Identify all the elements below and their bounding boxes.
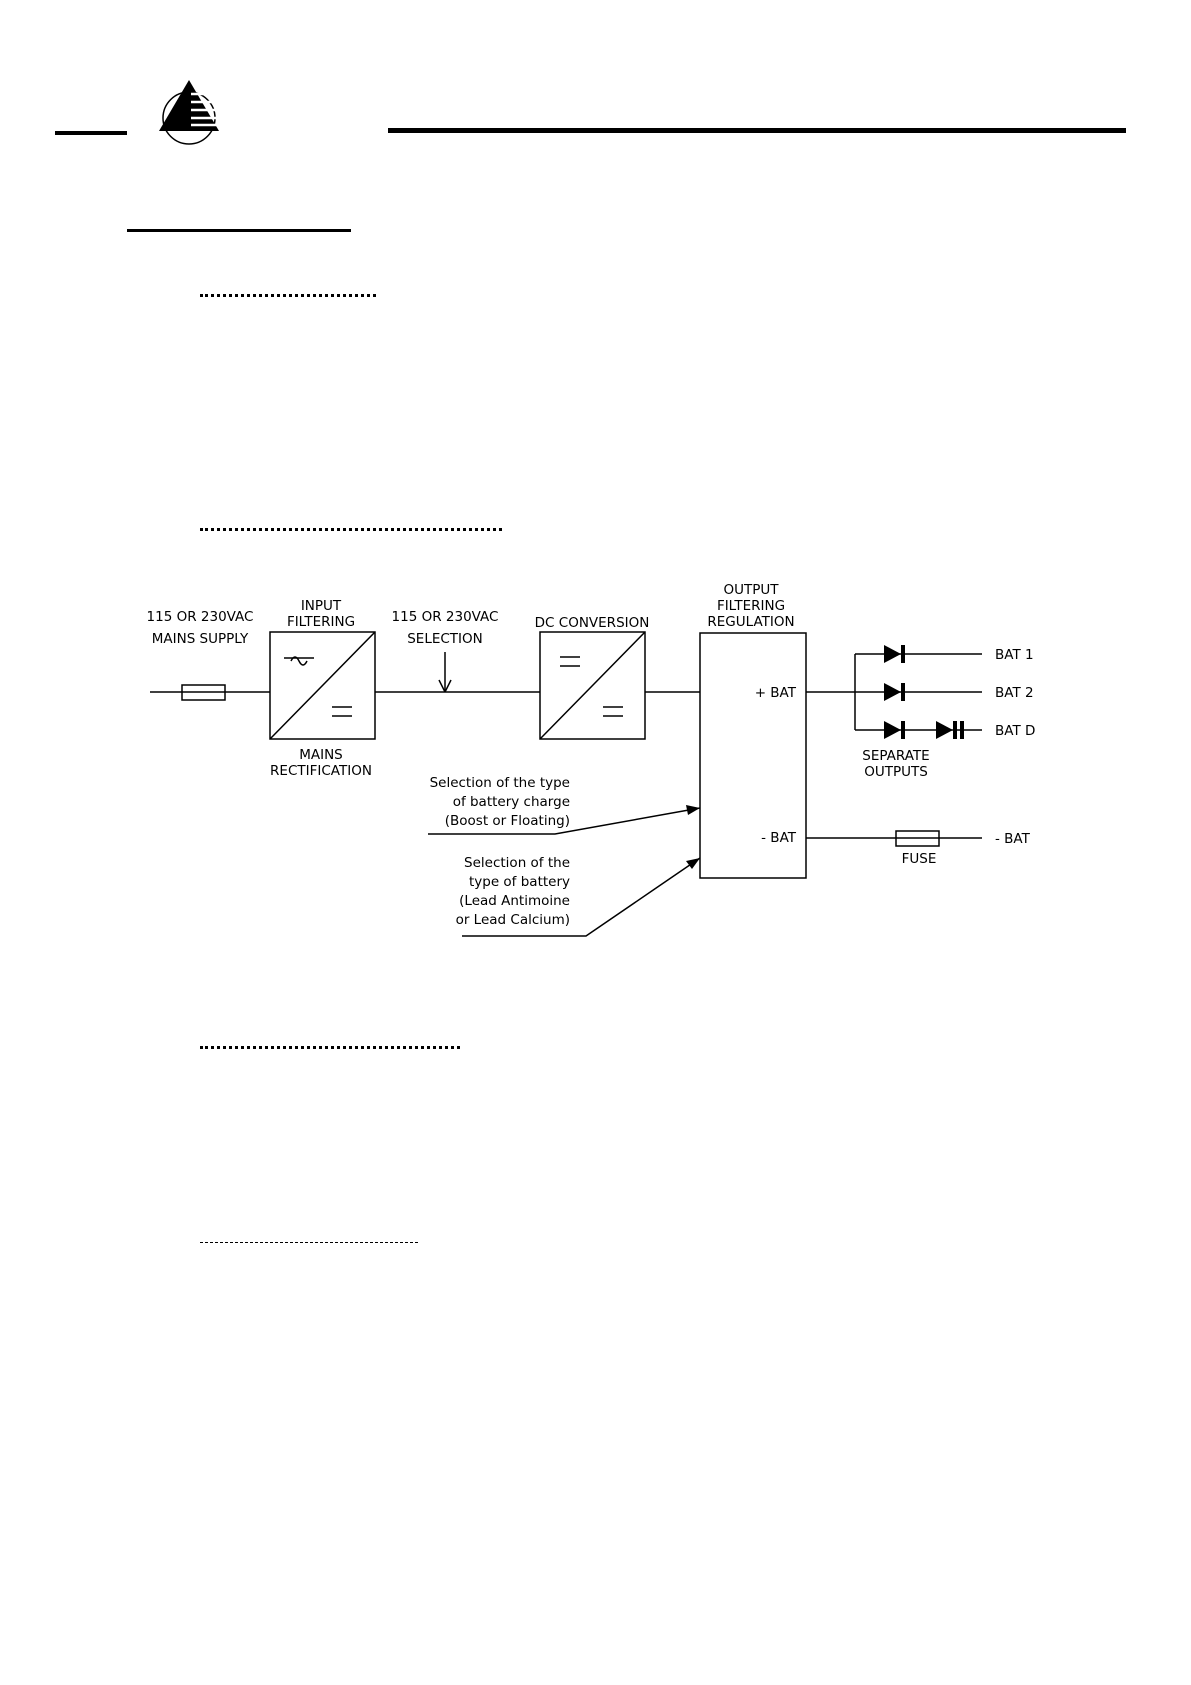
subheading-rule-3 [200,1046,460,1049]
plus-bat-terminal: + BAT [755,685,797,701]
dc-converter-block [539,631,646,740]
subheading-rule-1 [200,294,376,297]
battery-note-leader [462,857,701,937]
battery-note-line-2: type of battery [469,874,570,890]
output-label-3: REGULATION [707,614,794,630]
diode-bat2 [855,683,982,701]
charge-note-line-1: Selection of the type [430,775,570,791]
battery-note-line-4: or Lead Calcium) [456,912,570,928]
minus-bat-output-label: - BAT [995,831,1031,847]
mains-rectification-label-2: RECTIFICATION [270,763,372,779]
charge-note-line-3: (Boost or Floating) [445,813,570,829]
batd-label: BAT D [995,723,1035,739]
input-fuse [181,684,226,701]
separate-outputs-label-2: OUTPUTS [864,764,928,780]
minus-bat-terminal: - BAT [761,830,797,846]
input-filtering-label-2: FILTERING [287,614,355,630]
header-main-rule [388,128,1126,133]
mains-rectification-label-1: MAINS [299,747,343,763]
selection-label-1: 115 OR 230VAC [392,609,499,625]
selection-arrow [438,652,452,693]
battery-note-line-3: (Lead Antimoine [459,893,570,909]
input-label-2: MAINS SUPPLY [152,631,249,647]
diode-bat1 [855,645,982,663]
pyramid-logo-icon [159,80,219,145]
output-label-1: OUTPUT [723,582,779,598]
dc-conversion-label: DC CONVERSION [535,615,650,631]
charge-note-leader [428,805,701,835]
battery-note-line-1: Selection of the [464,855,570,871]
header-left-rule [55,131,127,135]
charger-block-diagram: .ln{stroke:#000;stroke-width:1.5;fill:no… [147,582,1035,937]
section-heading-rule [127,229,351,232]
output-regulation-block [699,632,807,879]
subheading-rule-4 [200,1242,418,1243]
fuse-label: FUSE [902,851,937,867]
separate-outputs-label-1: SEPARATE [862,748,929,764]
input-filtering-label-1: INPUT [301,598,342,614]
bat2-label: BAT 2 [995,685,1034,701]
selection-label-2: SELECTION [407,631,483,647]
bat1-label: BAT 1 [995,647,1034,663]
diode-batd [855,721,982,739]
output-fuse [895,830,940,847]
input-label-1: 115 OR 230VAC [147,609,254,625]
output-label-2: FILTERING [717,598,785,614]
subheading-rule-2 [200,528,502,531]
charge-note-line-2: of battery charge [453,794,570,810]
rectifier-block [269,631,376,740]
